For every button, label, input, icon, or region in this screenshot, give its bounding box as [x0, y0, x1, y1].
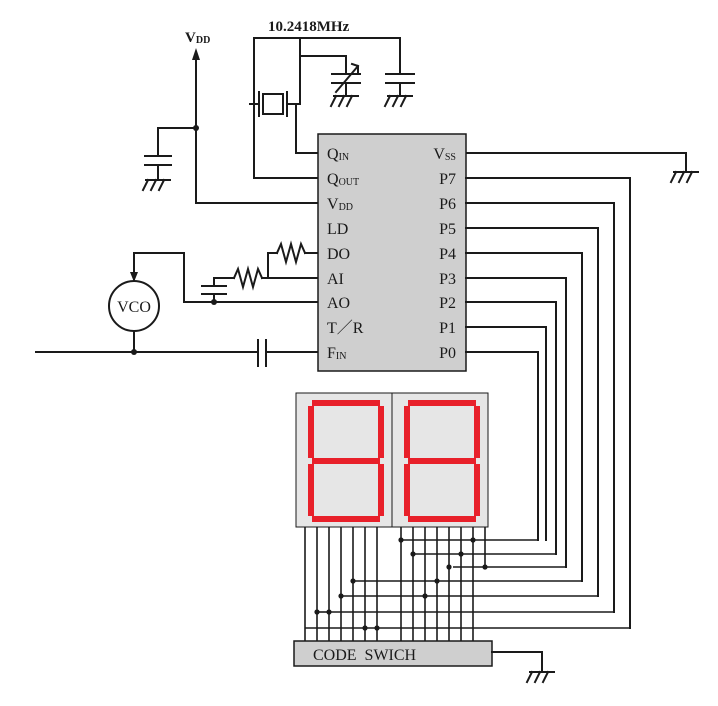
- fin-input: [35, 339, 319, 367]
- vco: VCO: [108, 272, 160, 355]
- right-pin-label-7: P1: [439, 320, 456, 337]
- display-segments: [308, 400, 480, 522]
- junction-dot: [446, 564, 452, 570]
- segment-1-2: [378, 406, 384, 458]
- right-pin-label-5: P3: [439, 271, 456, 288]
- port-wire-4: [465, 277, 567, 568]
- port-wire-6: [465, 326, 547, 541]
- crystal-frequency-label: 10.2418MHz: [268, 19, 350, 35]
- segment-1-4: [308, 464, 314, 516]
- trimmer-capacitor-icon: [329, 62, 361, 108]
- left-pin-label-3: LD: [327, 221, 348, 238]
- segment-2-1: [404, 406, 410, 458]
- segment-1-1: [308, 406, 314, 458]
- port-wires: [465, 177, 631, 629]
- right-pin-label-6: P2: [439, 295, 456, 312]
- segment-2-3: [408, 458, 476, 464]
- loop-filter: [133, 240, 319, 305]
- segment-1-0: [312, 400, 380, 406]
- segment-1-6: [312, 516, 380, 522]
- segment-2-6: [408, 516, 476, 522]
- crystal-icon: [262, 93, 284, 115]
- right-pin-label-0: VSS: [433, 146, 456, 163]
- capacitor-icon: [383, 73, 415, 108]
- junction-dot: [398, 537, 404, 543]
- junction-dot: [410, 551, 416, 557]
- left-pin-label-4: DO: [327, 246, 350, 263]
- arrow-down-icon: [130, 272, 138, 282]
- port-wire-2: [465, 227, 599, 597]
- pll-ic: [317, 133, 467, 372]
- vss-ground: [465, 152, 699, 184]
- right-pin-label-2: P6: [439, 196, 456, 213]
- segment-2-4: [404, 464, 410, 516]
- left-pin-label-1: QOUT: [327, 171, 359, 188]
- ic-left-pins: QIN QOUT VDD LD DO AI AO T／R FIN: [327, 146, 364, 362]
- crystal-wiring: [249, 37, 401, 179]
- left-pin-label-7: T／R: [327, 320, 364, 337]
- junction-dot: [374, 625, 380, 631]
- left-pin-label-8: FIN: [327, 345, 346, 362]
- left-pin-label-5: AI: [327, 271, 344, 288]
- left-pin-label-0: QIN: [327, 146, 349, 163]
- left-pin-label-2: VDD: [327, 196, 353, 213]
- code-switch: [293, 640, 493, 667]
- port-wire-0: [465, 177, 631, 629]
- arrow-up-icon: [192, 48, 200, 60]
- port-wire-3: [465, 252, 583, 582]
- code-switch-label: CODE SWICH: [313, 647, 417, 664]
- junction-dot: [458, 551, 464, 557]
- vdd-label: VDD: [185, 30, 210, 46]
- left-pin-label-6: AO: [327, 295, 350, 312]
- right-pin-label-8: P0: [439, 345, 456, 362]
- right-pin-label-1: P7: [439, 171, 456, 188]
- segment-2-5: [474, 464, 480, 516]
- vdd-supply: VDD: [141, 30, 319, 204]
- port-wire-1: [465, 202, 615, 613]
- display-bus-wires: [304, 527, 630, 641]
- segment-2-2: [474, 406, 480, 458]
- segment-1-3: [312, 458, 380, 464]
- junction-dot: [470, 537, 476, 543]
- port-wire-5: [465, 301, 557, 555]
- vco-label: VCO: [117, 299, 151, 316]
- segment-1-5: [378, 464, 384, 516]
- port-wire-7: [465, 351, 539, 541]
- segment-2-0: [408, 400, 476, 406]
- code-switch-ground: [491, 651, 555, 684]
- right-pin-label-4: P4: [439, 246, 456, 263]
- right-pin-label-3: P5: [439, 221, 456, 238]
